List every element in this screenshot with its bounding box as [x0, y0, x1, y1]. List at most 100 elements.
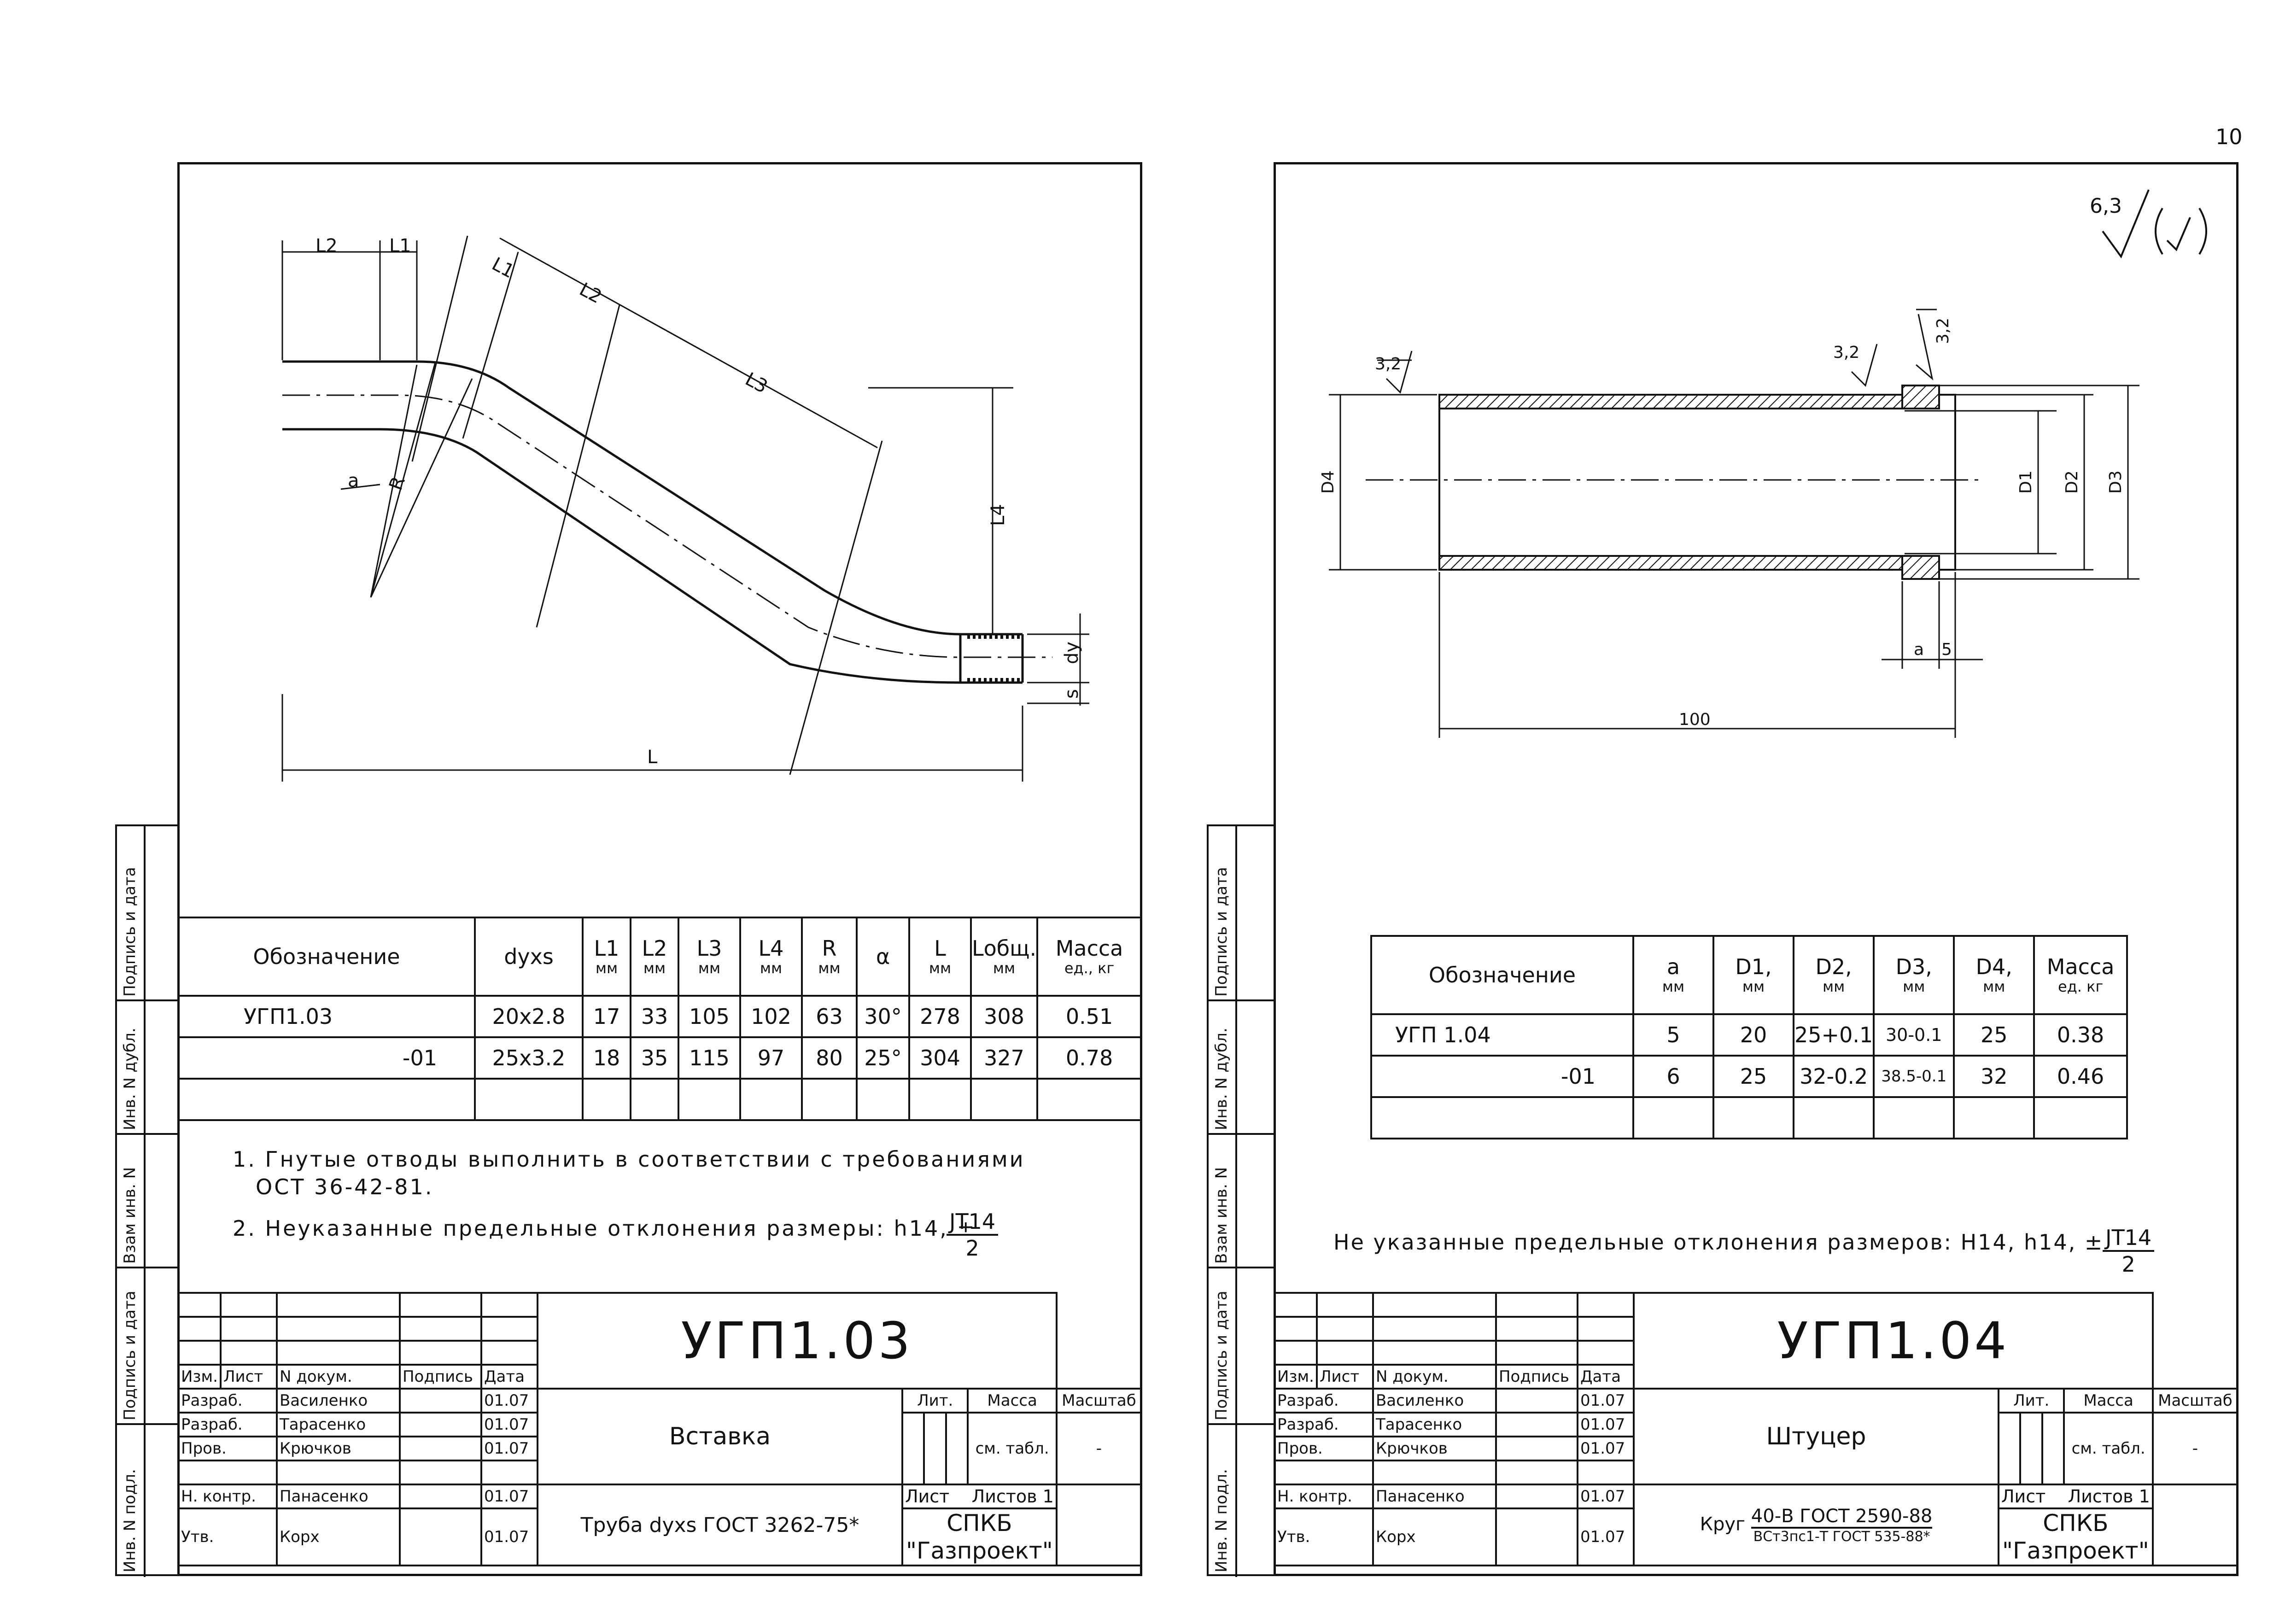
mass-label: Масса — [967, 1388, 1058, 1414]
right-tolerance-fraction: JT14 2 — [2103, 1225, 2155, 1277]
rough-mark-2: 3,2 — [1833, 343, 1859, 362]
cell: 6 — [1632, 1055, 1714, 1098]
right-title-block: УГП1.04 Изм. Лист N докум. Подпись Дата … — [1274, 1292, 2239, 1566]
cell: 32-0.2 — [1792, 1055, 1875, 1098]
cell: 17 — [582, 995, 631, 1038]
roughness-main: 6,3 — [2090, 194, 2122, 218]
rh-2: D1,мм — [1712, 935, 1794, 1015]
side-stamp-sign-2: Подпись и дата — [121, 1291, 139, 1420]
person-name: Панасенко — [1372, 1484, 1497, 1509]
col-izm: Изм. — [177, 1364, 222, 1390]
cell: 25° — [856, 1036, 910, 1080]
person-name: Василенко — [1372, 1388, 1497, 1414]
person-name: Тарасенко — [275, 1412, 401, 1437]
tol-den: 2 — [2122, 1252, 2135, 1277]
label-d4: D4 — [1319, 470, 1338, 494]
sign-date: 01.07 — [480, 1507, 538, 1566]
sign-date: 01.07 — [480, 1436, 538, 1461]
right-note: Не указанные предельные отклонения разме… — [1333, 1230, 2104, 1255]
sign-date: 01.07 — [1576, 1507, 1635, 1566]
rough-mark-3: 3,2 — [1934, 318, 1952, 344]
side-stamp-dubl-r: Инв. N дубл. — [1212, 1028, 1231, 1130]
cell: 115 — [678, 1036, 741, 1080]
cell: 278 — [908, 995, 972, 1038]
col-sign: Подпись — [398, 1364, 482, 1390]
side-stamp-sign-2-r: Подпись и дата — [1212, 1291, 1231, 1420]
cell: 32 — [1953, 1055, 2035, 1098]
person-name: Крючков — [275, 1436, 401, 1461]
side-stamp-sign-1-r: Подпись и дата — [1212, 867, 1231, 997]
person-name: Крючков — [1372, 1436, 1497, 1461]
side-stamp-podl-r: Инв. N подл. — [1212, 1469, 1231, 1572]
cell: 0.78 — [1036, 1036, 1142, 1080]
org-name: СПКБ"Газпроект" — [901, 1507, 1058, 1566]
table-row: УГП 1.04 5 20 25+0.1 30-0.1 25 0.38 — [1370, 1013, 2128, 1057]
label-d3: D3 — [2106, 470, 2125, 494]
role: Разраб. — [177, 1412, 278, 1437]
doc-name-r: Штуцер — [1632, 1388, 1999, 1485]
lit-label: Лит. — [1997, 1388, 2065, 1414]
left-title-block: УГП1.03 Изм. Лист N докум. Подпись Дата … — [177, 1292, 1143, 1566]
role: Утв. — [177, 1507, 278, 1566]
person-name: Тарасенко — [1372, 1412, 1497, 1437]
mass-value: см. табл. — [2063, 1412, 2154, 1485]
rough-mark-1: 3,2 — [1375, 355, 1401, 374]
cell: 105 — [678, 995, 741, 1038]
side-stamp-podl: Инв. N подл. — [121, 1469, 139, 1572]
person-name: Панасенко — [275, 1484, 401, 1509]
doc-code-r: УГП1.04 — [1632, 1292, 2154, 1390]
cell: УГП 1.04 — [1370, 1013, 1634, 1057]
cell: 30° — [856, 995, 910, 1038]
rh-5: D4,мм — [1953, 935, 2035, 1015]
cell: 18 — [582, 1036, 631, 1080]
label-dy: dy — [1061, 642, 1082, 664]
sheet-info: Лист Листов 1 — [901, 1484, 1058, 1509]
cell: 0.46 — [2033, 1055, 2128, 1098]
cell: 25+0.1 — [1792, 1013, 1875, 1057]
col-list: Лист — [219, 1364, 278, 1390]
left-note-2: 2. Неуказанные предельные отклонения раз… — [233, 1216, 977, 1241]
rh-3: D2,мм — [1792, 935, 1875, 1015]
cell: -01 — [177, 1036, 476, 1080]
cell: 20 — [1712, 1013, 1794, 1057]
person-name: Корх — [1372, 1507, 1497, 1566]
col-doc: N докум. — [1372, 1364, 1497, 1390]
col-izm: Изм. — [1274, 1364, 1318, 1390]
tol-num: JT14 — [2103, 1225, 2155, 1252]
role: Пров. — [177, 1436, 278, 1461]
cell: 38.5-0.1 — [1873, 1055, 1955, 1098]
scale-value: - — [1055, 1412, 1143, 1485]
role: Разраб. — [1274, 1412, 1374, 1437]
role: Утв. — [1274, 1507, 1374, 1566]
cell: 30-0.1 — [1873, 1013, 1955, 1057]
cell: 35 — [630, 1036, 679, 1080]
col-date: Дата — [480, 1364, 538, 1390]
label-d1: D1 — [2016, 470, 2035, 494]
label-alpha: a — [348, 470, 359, 491]
sign-date: 01.07 — [1576, 1388, 1635, 1414]
col-list: Лист — [1315, 1364, 1374, 1390]
tol-den: 2 — [965, 1236, 979, 1261]
sign-date: 01.07 — [480, 1412, 538, 1437]
cell: УГП1.03 — [177, 995, 476, 1038]
cell: 63 — [801, 995, 858, 1038]
label-d2: D2 — [2063, 470, 2081, 494]
left-tolerance-fraction: JT14 2 — [947, 1209, 999, 1261]
doc-code: УГП1.03 — [536, 1292, 1058, 1390]
label-l1-diag: L1 — [488, 253, 518, 282]
side-stamp-dubl: Инв. N дубл. — [121, 1028, 139, 1130]
lit-label: Лит. — [901, 1388, 969, 1414]
person-name: Василенко — [275, 1388, 401, 1414]
cell: 97 — [739, 1036, 803, 1080]
doc-name: Вставка — [536, 1388, 903, 1485]
cell: 25x3.2 — [474, 1036, 584, 1080]
cell: 304 — [908, 1036, 972, 1080]
label-s: s — [1061, 689, 1082, 699]
